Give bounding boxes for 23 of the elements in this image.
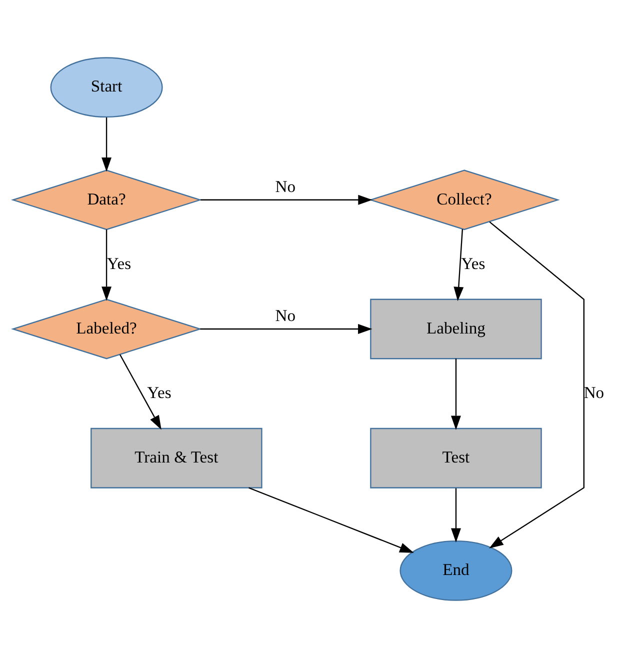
edge-label: Yes bbox=[147, 382, 172, 402]
node-box: Test bbox=[370, 428, 542, 488]
arrow bbox=[102, 230, 112, 301]
arrow bbox=[451, 488, 461, 542]
arrow bbox=[451, 358, 461, 430]
arrow bbox=[489, 221, 584, 548]
arrow bbox=[454, 229, 464, 302]
arrow bbox=[200, 194, 372, 205]
edge-label: No bbox=[275, 306, 296, 325]
edge-label: Yes bbox=[461, 254, 486, 273]
node-diamond: Collect? bbox=[368, 170, 560, 230]
node-diamond: Labeled? bbox=[11, 298, 202, 360]
edge-label: Yes bbox=[106, 254, 132, 273]
node-ellipse: Start bbox=[50, 57, 163, 118]
node-box: Train & Test bbox=[90, 428, 262, 488]
edge-label: No bbox=[584, 382, 604, 402]
node-diamond: Data? bbox=[11, 170, 202, 230]
arrow bbox=[200, 324, 372, 334]
arrow bbox=[102, 117, 112, 172]
arrow bbox=[120, 354, 162, 430]
arrow bbox=[248, 487, 414, 553]
edge-label: No bbox=[275, 176, 296, 196]
node-box: Labeling bbox=[370, 298, 542, 360]
